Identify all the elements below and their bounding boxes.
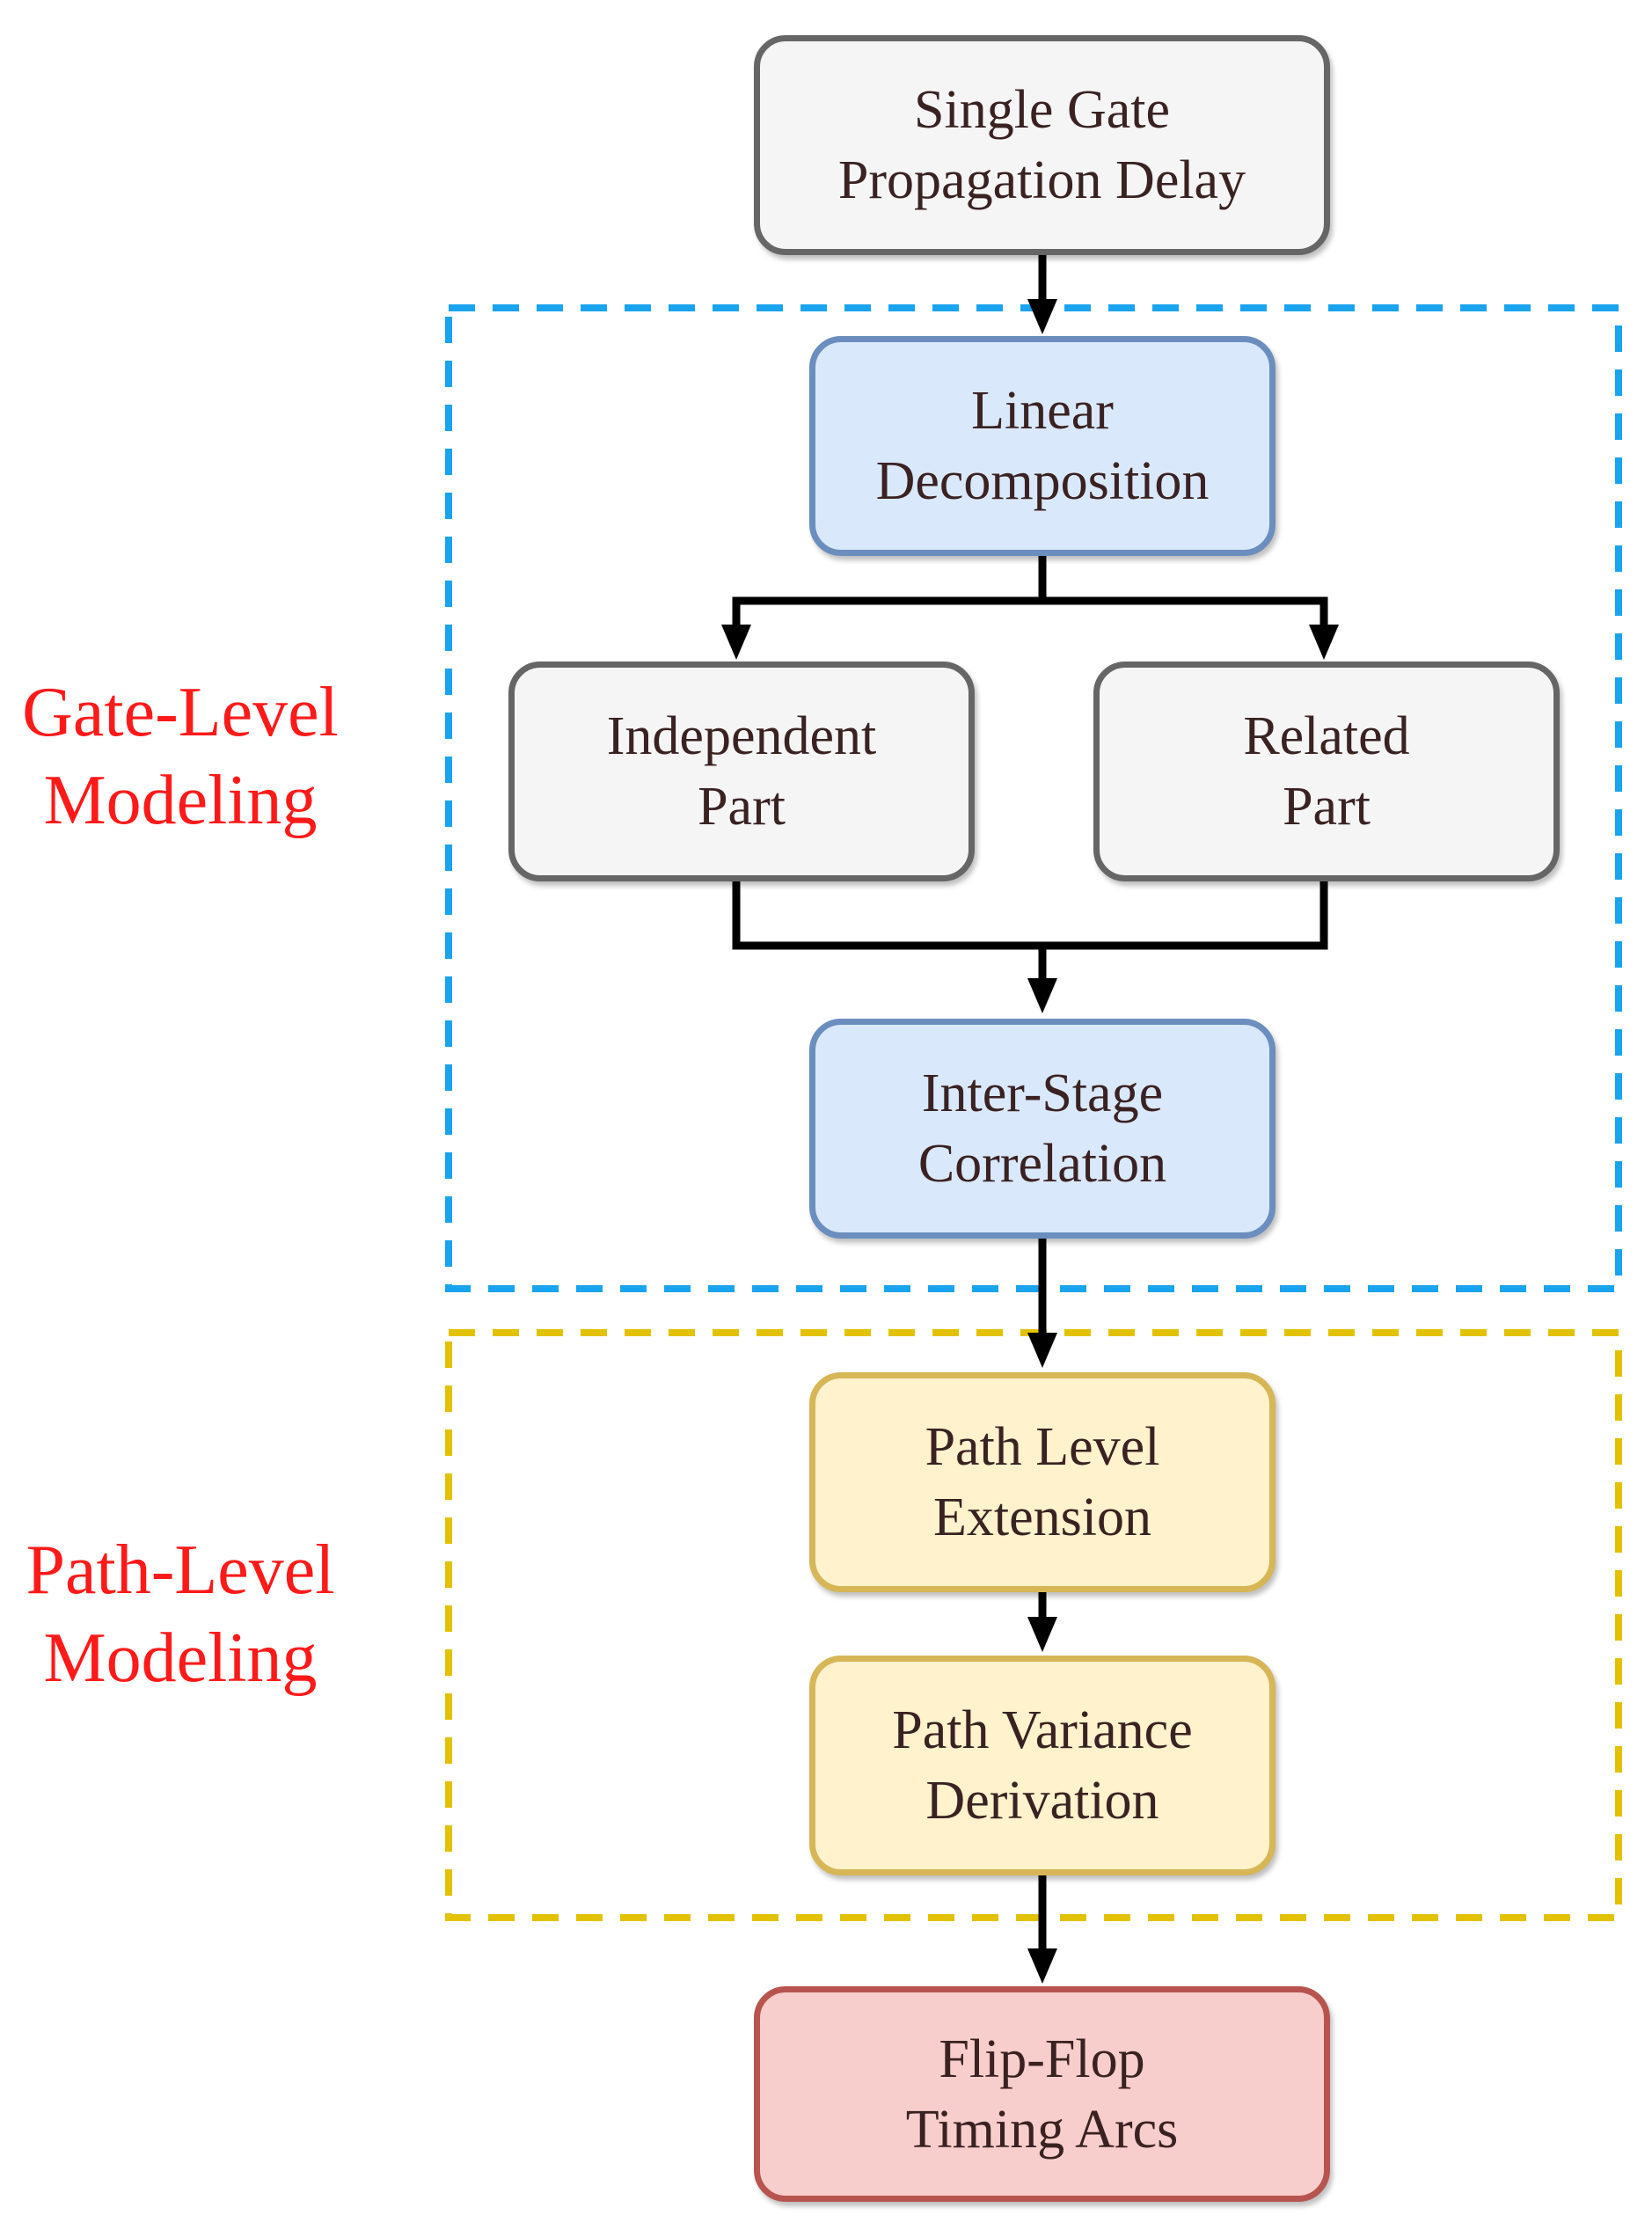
node-label-line1: Path Variance <box>892 1700 1193 1760</box>
node-label-line2: Propagation Delay <box>837 150 1246 210</box>
arrowhead-independent <box>721 625 751 660</box>
node-label-line1: Single Gate <box>914 80 1170 140</box>
arrowhead-linear <box>1027 299 1057 334</box>
gate-level-modeling-label: Gate-Level Modeling <box>0 669 361 844</box>
arrowhead-variance <box>1027 1617 1057 1652</box>
linear-decomposition-node: Linear Decomposition <box>809 336 1276 556</box>
arrowheads <box>721 299 1339 1984</box>
path-level-modeling-label: Path-Level Modeling <box>0 1526 361 1702</box>
arrowhead-related <box>1309 625 1339 660</box>
related-part-node: Related Part <box>1093 662 1560 881</box>
arrowhead-flip-flop <box>1027 1948 1057 1984</box>
node-label-line2: Part <box>1283 777 1371 837</box>
node-label-line2: Correlation <box>917 1134 1167 1194</box>
node-label-line2: Decomposition <box>875 451 1210 511</box>
gate-level-label-line1: Gate-Level <box>22 674 339 751</box>
node-label-line2: Part <box>698 777 786 837</box>
inter-stage-correlation-node: Inter-Stage Correlation <box>809 1019 1276 1239</box>
node-label-line1: Flip-Flop <box>939 2029 1145 2089</box>
gate-level-label-line2: Modeling <box>43 762 318 839</box>
arrowhead-inter-stage <box>1027 978 1057 1013</box>
node-label-line1: Related <box>1243 706 1410 766</box>
edge-linear-to-independent <box>732 556 1047 632</box>
edge-independent-to-inter-stage <box>732 880 1042 950</box>
node-label-line2: Timing Arcs <box>905 2099 1179 2160</box>
node-label-line2: Derivation <box>925 1771 1159 1831</box>
path-variance-derivation-node: Path Variance Derivation <box>809 1656 1276 1875</box>
node-label-line2: Extension <box>933 1488 1151 1547</box>
node-label-line1: Inter-Stage <box>921 1064 1164 1123</box>
edge-linear-to-related <box>1042 596 1328 632</box>
edge-related-to-inter-stage <box>1038 880 1328 983</box>
connectors <box>732 255 1328 1953</box>
node-label-line1: Independent <box>606 706 877 766</box>
path-level-extension-node: Path Level Extension <box>809 1372 1276 1592</box>
path-level-label-line1: Path-Level <box>26 1531 335 1609</box>
path-level-label-line2: Modeling <box>43 1619 318 1697</box>
arrowhead-path-extension <box>1027 1333 1057 1368</box>
independent-part-node: Independent Part <box>508 662 975 881</box>
flip-flop-timing-arcs-node: Flip-Flop Timing Arcs <box>754 1986 1330 2202</box>
node-label-line1: Linear <box>971 381 1114 441</box>
single-gate-propagation-delay-node: Single Gate Propagation Delay <box>754 35 1330 255</box>
node-label-line1: Path Level <box>925 1417 1160 1477</box>
